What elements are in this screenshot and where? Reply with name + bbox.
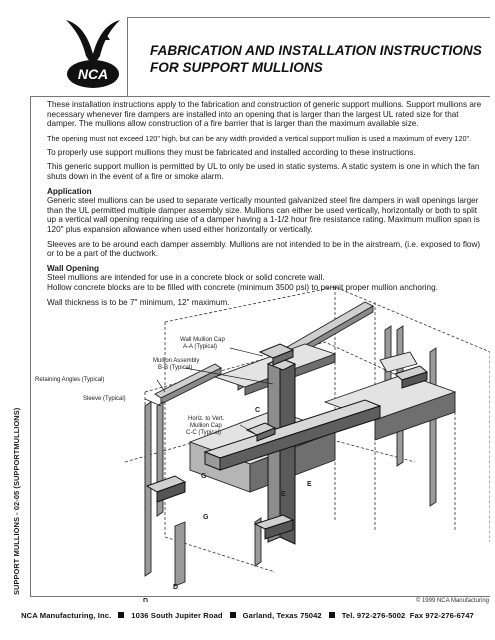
wall-cap-callout-2: A-A (Typical): [183, 344, 217, 350]
callout-leaders: [144, 347, 274, 434]
wall-opening-line-2: Hollow concrete blocks are to be filled …: [47, 282, 438, 292]
mullion-assembly-diagram: Wall Mullion Cap A-A (Typical) Mullion A…: [35, 286, 490, 602]
wall-thickness-paragraph: Wall thickness is to be 7" minimum, 12" …: [47, 297, 230, 307]
footer-telephone: Tel. 972-276-5002: [341, 611, 406, 620]
header-divider: [127, 17, 128, 97]
page-title: FABRICATION AND INSTALLATION INSTRUCTION…: [150, 42, 490, 76]
assembly-callout-1: Mullion Assembly: [153, 358, 199, 364]
proper-use-paragraph: To properly use support mullions they mu…: [47, 147, 416, 157]
wall-opening-section: Wall Opening Steel mullions are intended…: [47, 264, 487, 293]
application-heading: Application: [47, 186, 92, 196]
nca-logo: NCA: [66, 20, 120, 88]
instructions-body: These installation instructions apply to…: [47, 100, 487, 312]
top-rule: [128, 17, 490, 18]
title-line-2: FOR SUPPORT MULLIONS: [150, 60, 323, 75]
document-code: SUPPORT MULLIONS - 02-05 (SUPPORTMULLION…: [12, 407, 21, 595]
application-section: Application Generic steel mullions can b…: [47, 187, 487, 235]
separator-square: [229, 612, 236, 618]
separator-square: [328, 612, 335, 618]
wall-opening-heading: Wall Opening: [47, 263, 100, 273]
company-footer: NCA Manufacturing, Inc. 1036 South Jupite…: [0, 611, 495, 620]
side-rule: [30, 96, 31, 596]
footer-fax: Fax 972-276-6747: [409, 611, 474, 620]
section-mark-e-2: E: [307, 481, 312, 488]
footer-city: Garland, Texas 75042: [242, 611, 322, 620]
horizontal-mullion: [203, 399, 382, 471]
hv-cap-callout-2: Mullion Cap: [190, 423, 222, 429]
logo-text: NCA: [78, 66, 108, 82]
document-code-sidebar: SUPPORT MULLIONS - 02-05 (SUPPORTMULLION…: [10, 345, 26, 605]
sleeve-callout: Sleeve (Typical): [83, 396, 126, 402]
section-mark-d-2: D: [143, 598, 148, 602]
copyright-note: © 1999 NCA Manufacturing: [415, 598, 489, 604]
angles-callout: Retaining Angles (Typical): [35, 377, 104, 383]
section-mark-c: C: [255, 407, 260, 414]
opening-limit-paragraph: The opening must not exceed 120" high, b…: [47, 133, 472, 143]
separator-square: [118, 612, 125, 618]
hv-cap-callout-1: Horiz. to Vert.: [188, 416, 225, 422]
section-marks: C G G E E D D: [143, 407, 312, 602]
section-mark-g-2: G: [203, 514, 209, 521]
diagram-callouts: Wall Mullion Cap A-A (Typical) Mullion A…: [35, 337, 225, 436]
bottom-rule: [30, 596, 490, 597]
section-rule: [30, 96, 490, 97]
section-mark-g-1: G: [201, 473, 207, 480]
hv-cap-callout-3: C-C (Typical): [186, 430, 221, 436]
wall-cap-callout-1: Wall Mullion Cap: [180, 337, 225, 343]
section-mark-d-1: D: [173, 584, 178, 591]
footer-company: NCA Manufacturing, Inc.: [21, 611, 112, 620]
application-text: Generic steel mullions can be used to se…: [47, 196, 480, 234]
title-line-1: FABRICATION AND INSTALLATION INSTRUCTION…: [150, 43, 482, 58]
assembly-callout-2: B-B (Typical): [158, 365, 192, 371]
wall-opening-line-1: Steel mullions are intended for use in a…: [47, 273, 325, 283]
static-system-paragraph: This generic support mullion is permitte…: [47, 162, 480, 181]
section-mark-e-1: E: [281, 491, 286, 498]
sleeves-paragraph: Sleeves are to be around each damper ass…: [47, 239, 481, 259]
footer-address: 1036 South Jupiter Road: [131, 611, 223, 620]
mullion-caps: [145, 343, 429, 540]
intro-paragraph: These installation instructions apply to…: [47, 100, 482, 129]
